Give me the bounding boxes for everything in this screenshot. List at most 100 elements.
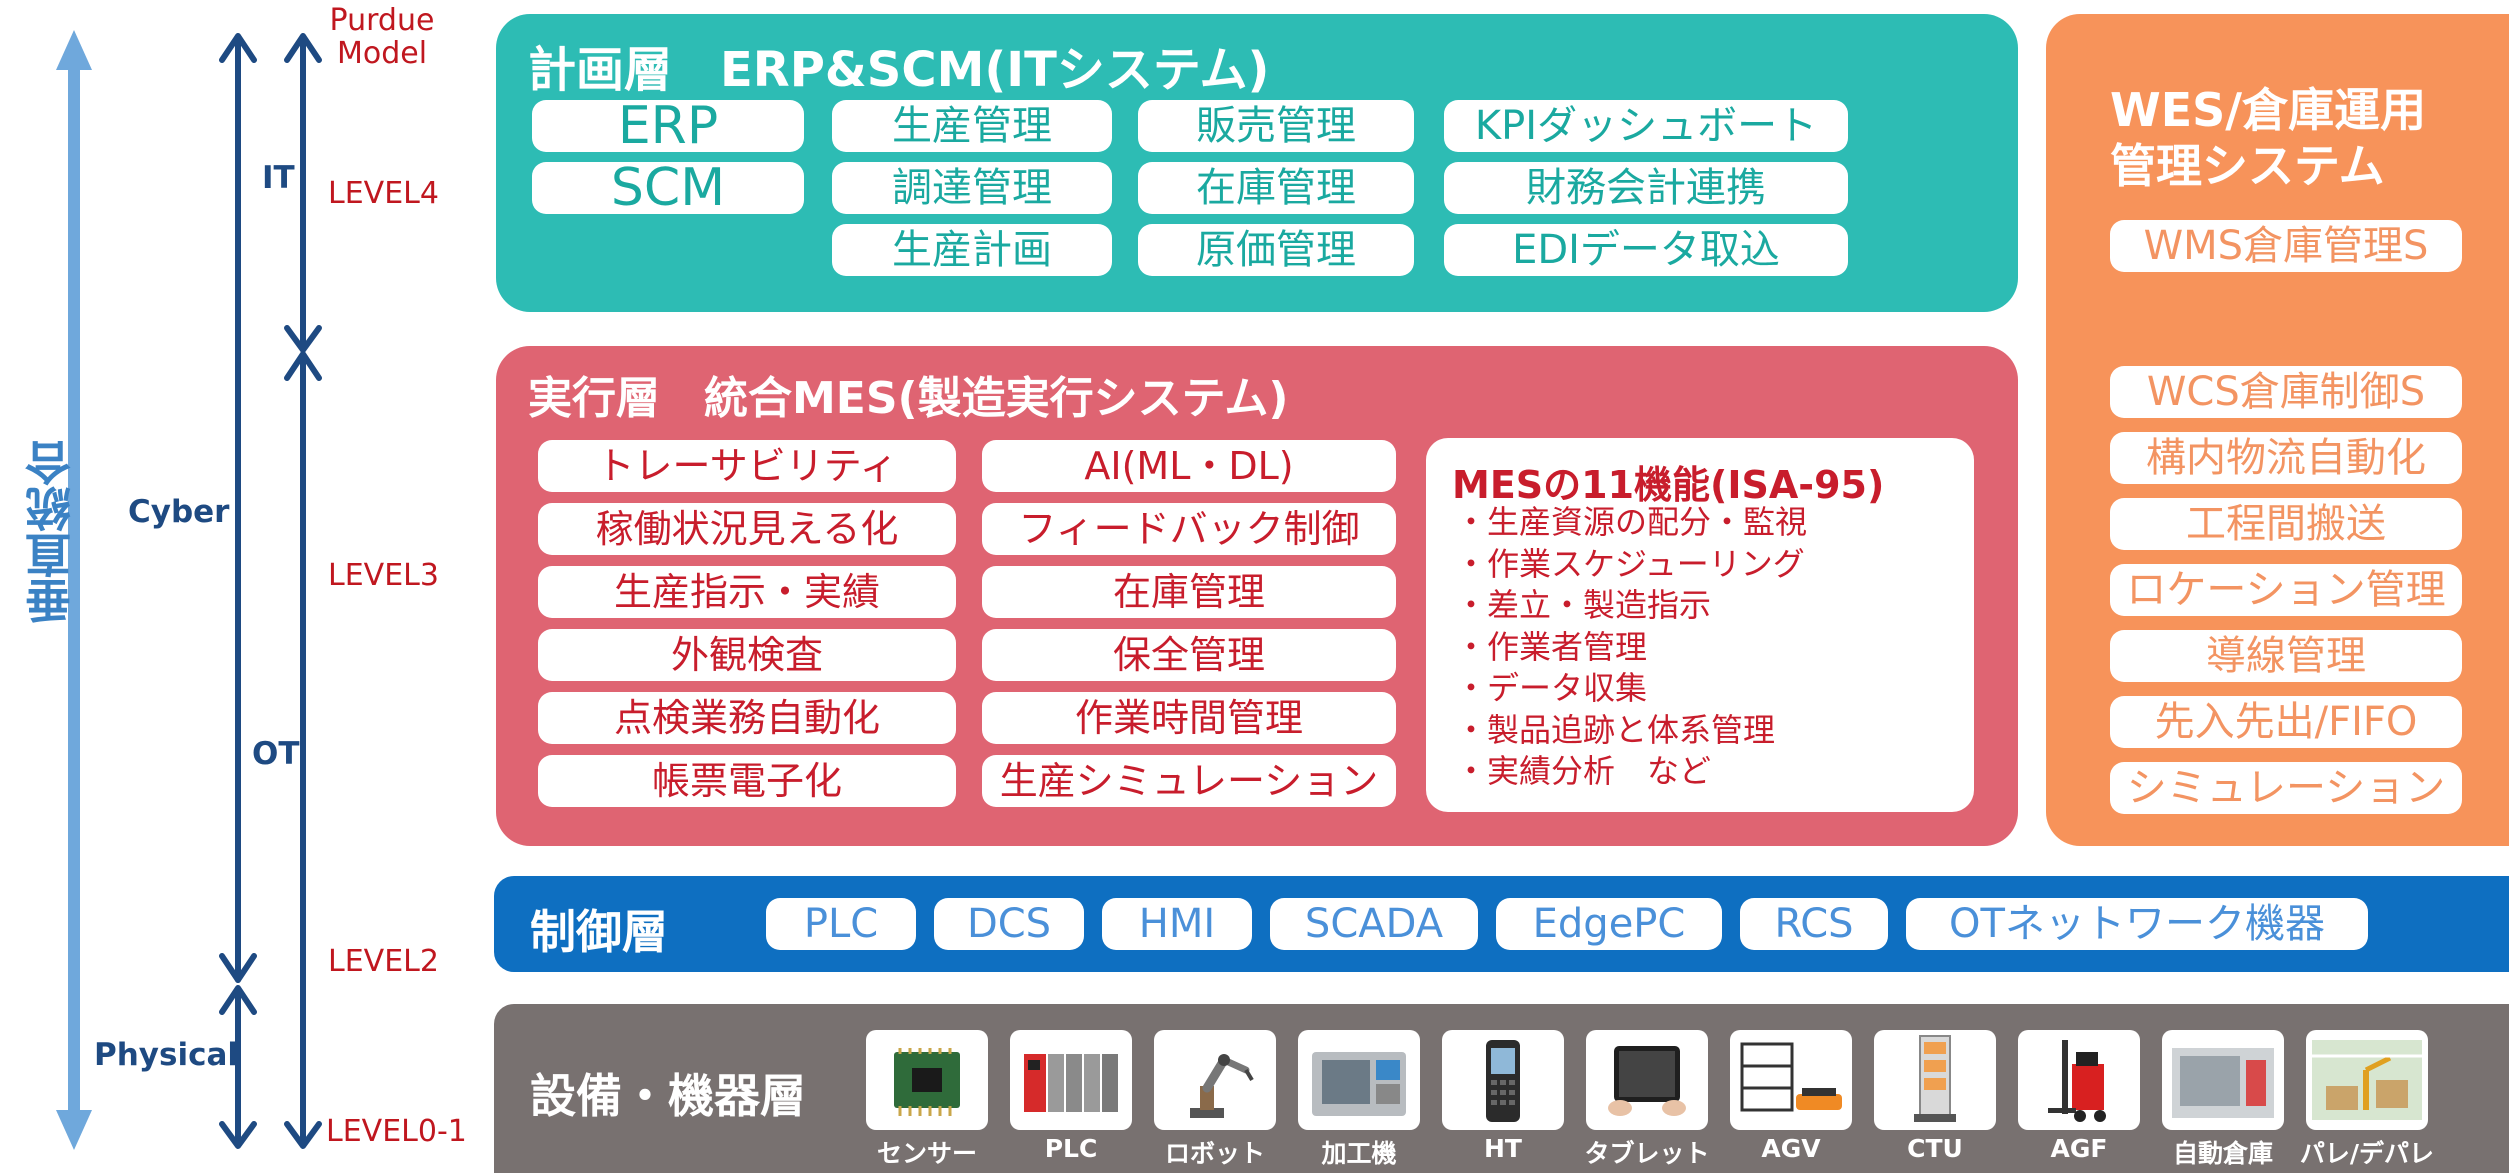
mes-item-visibility: 稼働状況見える化 bbox=[538, 503, 956, 555]
machining-center-icon bbox=[1312, 1052, 1406, 1116]
ctu-device bbox=[1874, 1030, 1996, 1130]
vertical-integration-arrow bbox=[56, 30, 92, 1150]
physical-label: Physical bbox=[94, 1037, 238, 1073]
device-label-ht: HT bbox=[1484, 1134, 1522, 1163]
isa95-function: ・作業スケジューリング bbox=[1455, 544, 1805, 583]
planning-layer-panel: 計画層 ERP&SCM(ITシステム) ERP SCM 生産管理 調達管理 生産… bbox=[496, 14, 2018, 312]
ctu-icon bbox=[1914, 1035, 1956, 1122]
sensor-board-icon bbox=[894, 1048, 960, 1116]
control-scada-item: SCADA bbox=[1270, 898, 1478, 950]
device-label-robot: ロボット bbox=[1164, 1139, 1265, 1168]
wes-title-line-1: WES/倉庫運用 bbox=[2110, 83, 2427, 137]
axis-arrows bbox=[56, 30, 322, 1150]
device-label-palletizer: パレ/デパレ bbox=[2299, 1139, 2435, 1168]
flow-line-management-item: 導線管理 bbox=[2110, 630, 2462, 682]
mes-item-inspection-automation: 点検業務自動化 bbox=[538, 692, 956, 744]
level3-label: LEVEL3 bbox=[328, 558, 439, 593]
cyber-label: Cyber bbox=[128, 494, 230, 530]
device-label-plc: PLC bbox=[1044, 1134, 1098, 1163]
kpi-dashboard-item: KPIダッシュボート bbox=[1444, 100, 1848, 152]
isa95-function: ・生産資源の配分・監視 bbox=[1455, 503, 1808, 541]
robot-arm-icon bbox=[1190, 1054, 1254, 1118]
isa95-function: ・差立・製造指示 bbox=[1455, 586, 1712, 624]
purdue-line-2: Model bbox=[336, 36, 428, 71]
cost-management-item: 原価管理 bbox=[1138, 224, 1414, 276]
inventory-management-item: 在庫管理 bbox=[1138, 162, 1414, 214]
sensor-device bbox=[866, 1030, 988, 1130]
control-layer-title: 制御層 bbox=[530, 905, 668, 959]
mes-item-inventory: 在庫管理 bbox=[982, 566, 1396, 618]
palletizer-icon bbox=[2312, 1040, 2422, 1120]
ot-arrow bbox=[284, 351, 322, 1149]
agv-device bbox=[1730, 1030, 1852, 1130]
control-dcs-item: DCS bbox=[934, 898, 1084, 950]
device-label-sensor: センサー bbox=[876, 1139, 977, 1168]
device-label-tablet: タブレット bbox=[1584, 1139, 1710, 1168]
isa95-box bbox=[1426, 438, 1974, 812]
level4-label: LEVEL4 bbox=[328, 176, 439, 211]
isa95-title: MESの11機能(ISA-95) bbox=[1452, 463, 1885, 507]
wes-simulation-item: シミュレーション bbox=[2110, 762, 2462, 814]
execution-layer-panel: 実行層 統合MES(製造実行システム) トレーサビリティ 稼働状況見える化 生産… bbox=[496, 346, 2018, 846]
execution-layer-title: 実行層 統合MES(製造実行システム) bbox=[528, 373, 1289, 424]
handheld-terminal-icon bbox=[1486, 1040, 1520, 1122]
scm-item: SCM bbox=[532, 162, 804, 214]
erp-item: ERP bbox=[532, 100, 804, 152]
machine-tool-device bbox=[1298, 1030, 1420, 1130]
device-label-agv: AGV bbox=[1761, 1134, 1821, 1163]
mes-item-feedback-control: フィードバック制御 bbox=[982, 503, 1396, 555]
tablet-device bbox=[1586, 1030, 1708, 1130]
cyber-arrow bbox=[219, 33, 257, 983]
location-management-item: ロケーション管理 bbox=[2110, 564, 2462, 616]
isa95-function: ・作業者管理 bbox=[1455, 627, 1648, 666]
control-rcs-item: RCS bbox=[1740, 898, 1888, 950]
mes-item-simulation: 生産シミュレーション bbox=[982, 755, 1396, 807]
planning-layer-title: 計画層 ERP&SCM(ITシステム) bbox=[528, 42, 1270, 98]
production-planning-item: 生産計画 bbox=[832, 224, 1112, 276]
tablet-icon bbox=[1608, 1046, 1686, 1116]
ot-label: OT bbox=[252, 736, 300, 772]
wes-panel: WES/倉庫運用 管理システム WMS倉庫管理S WCS倉庫制御S 構内物流自動… bbox=[2046, 14, 2509, 846]
sales-management-item: 販売管理 bbox=[1138, 100, 1414, 152]
process-transport-item: 工程間搬送 bbox=[2110, 498, 2462, 550]
device-label-agf: AGF bbox=[2050, 1134, 2108, 1163]
agv-icon bbox=[1740, 1042, 1842, 1112]
production-management-item: 生産管理 bbox=[832, 100, 1112, 152]
automated-warehouse-device bbox=[2162, 1030, 2284, 1130]
level2-label: LEVEL2 bbox=[328, 944, 439, 979]
edi-data-import-item: EDIデータ取込 bbox=[1444, 224, 1848, 276]
intralogistics-item: 構内物流自動化 bbox=[2110, 432, 2462, 484]
wms-item: WMS倉庫管理S bbox=[2110, 220, 2462, 272]
wcs-item: WCS倉庫制御S bbox=[2110, 366, 2462, 418]
fifo-item: 先入先出/FIFO bbox=[2110, 696, 2462, 748]
mes-item-paperless: 帳票電子化 bbox=[538, 755, 956, 807]
equipment-layer-title: 設備・機器層 bbox=[530, 1069, 806, 1123]
it-label: IT bbox=[262, 160, 295, 196]
mes-item-ai: AI(ML・DL) bbox=[982, 440, 1396, 492]
purdue-model-label: Purdue Model bbox=[318, 4, 446, 70]
control-layer-panel: 制御層 PLC DCS HMI SCADA EdgePC RCS OTネットワー… bbox=[494, 876, 2509, 972]
control-plc-item: PLC bbox=[766, 898, 916, 950]
isa95-function-list: ・生産資源の配分・監視 ・作業スケジューリング ・差立・製造指示 ・作業者管理 … bbox=[1455, 502, 1807, 793]
mes-item-traceability: トレーサビリティ bbox=[538, 440, 956, 492]
level01-label: LEVEL0-1 bbox=[326, 1114, 467, 1149]
financial-accounting-item: 財務会計連携 bbox=[1444, 162, 1848, 214]
vertical-integration-label: 垂直統合 bbox=[24, 440, 78, 624]
isa95-function: ・実績分析 など bbox=[1455, 752, 1712, 790]
forklift-icon bbox=[2048, 1040, 2106, 1122]
purdue-line-1: Purdue bbox=[329, 3, 435, 38]
control-edgepc-item: EdgePC bbox=[1496, 898, 1722, 950]
it-arrow bbox=[284, 33, 322, 353]
mes-item-visual-inspection: 外観検査 bbox=[538, 629, 956, 681]
isa95-function: ・製品追跡と体系管理 bbox=[1455, 710, 1776, 749]
agf-device bbox=[2018, 1030, 2140, 1130]
physical-arrow bbox=[219, 985, 257, 1149]
procurement-management-item: 調達管理 bbox=[832, 162, 1112, 214]
handheld-terminal-device bbox=[1442, 1030, 1564, 1130]
device-label-automated-warehouse: 自動倉庫 bbox=[2172, 1139, 2273, 1168]
plc-device bbox=[1010, 1030, 1132, 1130]
control-ot-network-item: OTネットワーク機器 bbox=[1906, 898, 2368, 950]
device-label-ctu: CTU bbox=[1907, 1134, 1963, 1163]
isa95-function: ・データ収集 bbox=[1455, 669, 1648, 707]
wes-title-line-2: 管理システム bbox=[2110, 139, 2385, 193]
